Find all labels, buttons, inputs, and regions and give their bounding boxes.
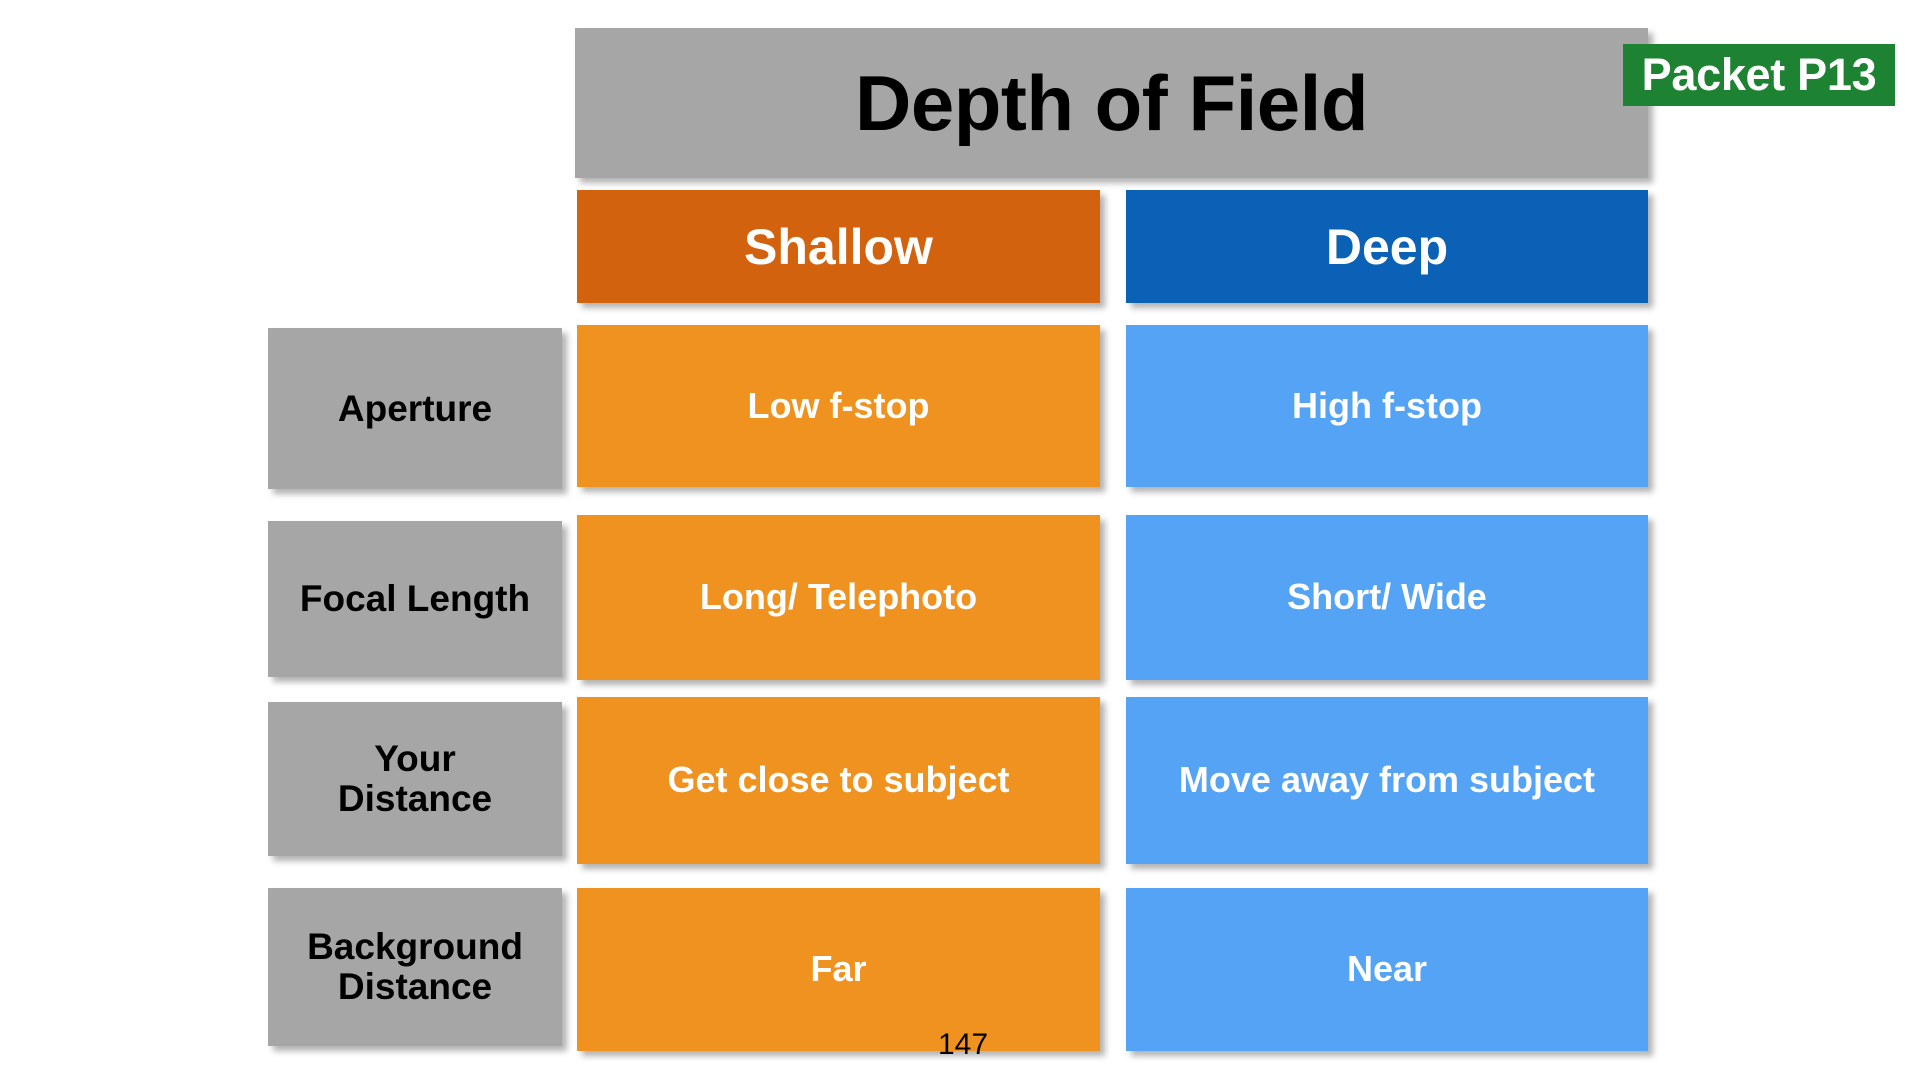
cell-focal-length-deep: Short/ Wide <box>1126 515 1648 680</box>
cell-background-distance-shallow: Far <box>577 888 1100 1051</box>
column-header-shallow: Shallow <box>577 190 1100 303</box>
page-number: 147 <box>938 1028 989 1061</box>
cell-your-distance-deep: Move away from subject <box>1126 697 1648 864</box>
slide-title: Depth of Field <box>575 28 1648 178</box>
row-label-your-distance: Your Distance <box>268 702 562 856</box>
column-header-deep: Deep <box>1126 190 1648 303</box>
row-label-aperture: Aperture <box>268 328 562 489</box>
packet-badge: Packet P13 <box>1623 44 1895 106</box>
row-label-focal-length: Focal Length <box>268 521 562 677</box>
cell-background-distance-deep: Near <box>1126 888 1648 1051</box>
cell-aperture-deep: High f-stop <box>1126 325 1648 487</box>
cell-your-distance-shallow: Get close to subject <box>577 697 1100 864</box>
cell-aperture-shallow: Low f-stop <box>577 325 1100 487</box>
cell-focal-length-shallow: Long/ Telephoto <box>577 515 1100 680</box>
row-label-background-distance: Background Distance <box>268 888 562 1046</box>
